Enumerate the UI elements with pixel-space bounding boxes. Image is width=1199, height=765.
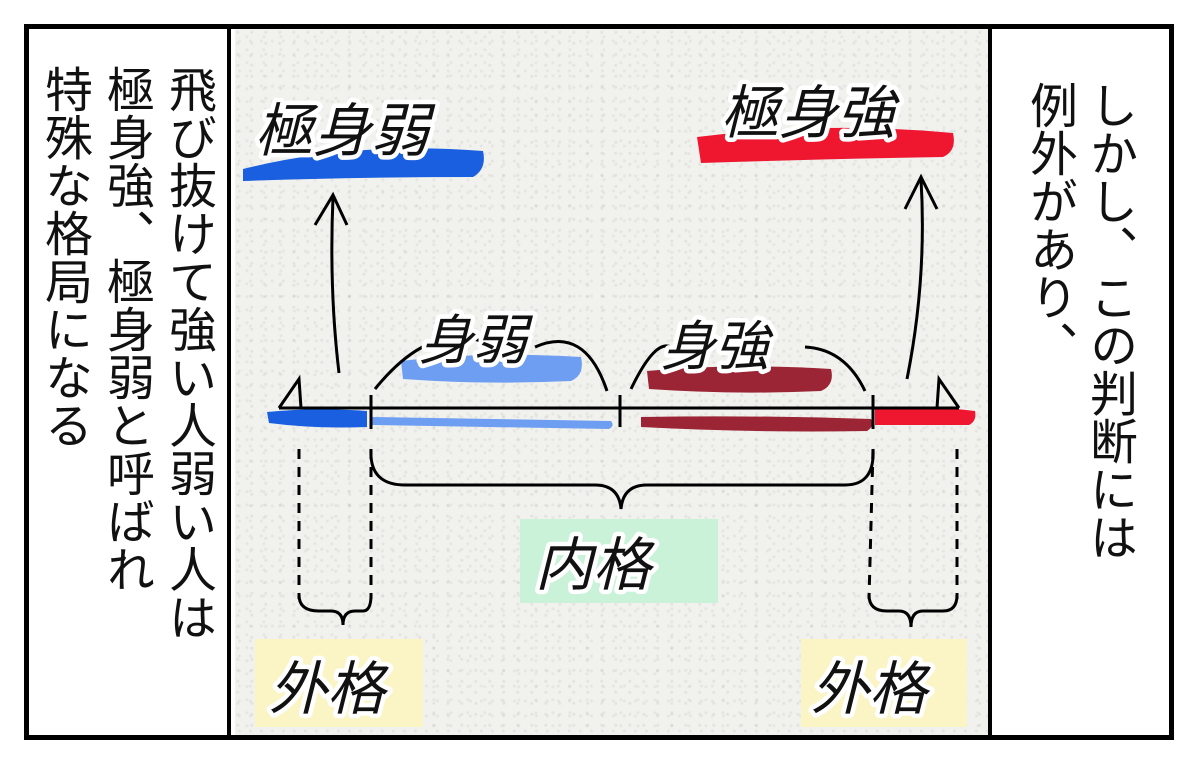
label-extreme-strong: 極身強: [721, 79, 900, 147]
axis-segment-outer-right: [875, 407, 976, 425]
axis-segment-inner-right: [641, 416, 873, 432]
mid-left-swash: [401, 354, 582, 383]
right-text-panel: しかし、この判断には 例外があり、: [988, 29, 1169, 735]
label-extreme-weak: 極身弱: [255, 97, 436, 165]
right-text-column-2: 例外があり、: [1021, 81, 1077, 369]
left-text-column-2: 極身強、極身弱と呼ばれ: [98, 65, 154, 593]
inner-highlight-box: [520, 519, 718, 603]
right-text-column-1: しかし、この判断には: [1081, 81, 1137, 561]
top-right-swash: [697, 127, 954, 163]
bracket-mid-left: [373, 335, 609, 392]
arrow-up-left-head: [313, 191, 349, 226]
strength-diagram: 極身弱 極身強 身弱 身強 内格 外格 外格: [243, 75, 976, 728]
left-text-panel: 飛び抜けて強い人弱い人は 極身強、極身弱と呼ばれ 特殊な格局になる: [29, 29, 231, 735]
outer-highlight-box-right: [801, 639, 967, 727]
top-left-swash: [243, 148, 484, 181]
mid-right-swash: [647, 366, 832, 393]
bracket-mid-right: [629, 344, 867, 392]
axis-segment-outer-left: [267, 409, 367, 428]
dash-outer-right-1: [867, 448, 875, 600]
axis-arrow-left: [277, 374, 303, 409]
label-outer-pattern-right: 外格: [811, 655, 931, 723]
label-strong: 身強: [661, 315, 774, 378]
label-outer-pattern-left: 外格: [269, 655, 389, 723]
brace-outer-left: [297, 594, 373, 626]
outer-highlight-box-left: [255, 639, 423, 727]
brace-inner: [369, 448, 875, 510]
label-inner-pattern: 内格: [535, 531, 655, 599]
left-text-column-1: 飛び抜けて強い人弱い人は: [160, 65, 216, 641]
label-weak: 身弱: [419, 309, 534, 372]
diagram-panel: 極身弱 極身強 身弱 身強 内格 外格 外格: [235, 29, 988, 735]
arrow-up-right: [905, 178, 924, 380]
arrow-up-right-head: [903, 173, 939, 210]
arrow-up-left: [330, 196, 341, 374]
axis-arrow-right: [935, 374, 961, 409]
axis-segment-inner-left: [371, 417, 613, 429]
brace-outer-right: [867, 594, 959, 628]
left-text-column-3: 特殊な格局になる: [36, 65, 92, 449]
